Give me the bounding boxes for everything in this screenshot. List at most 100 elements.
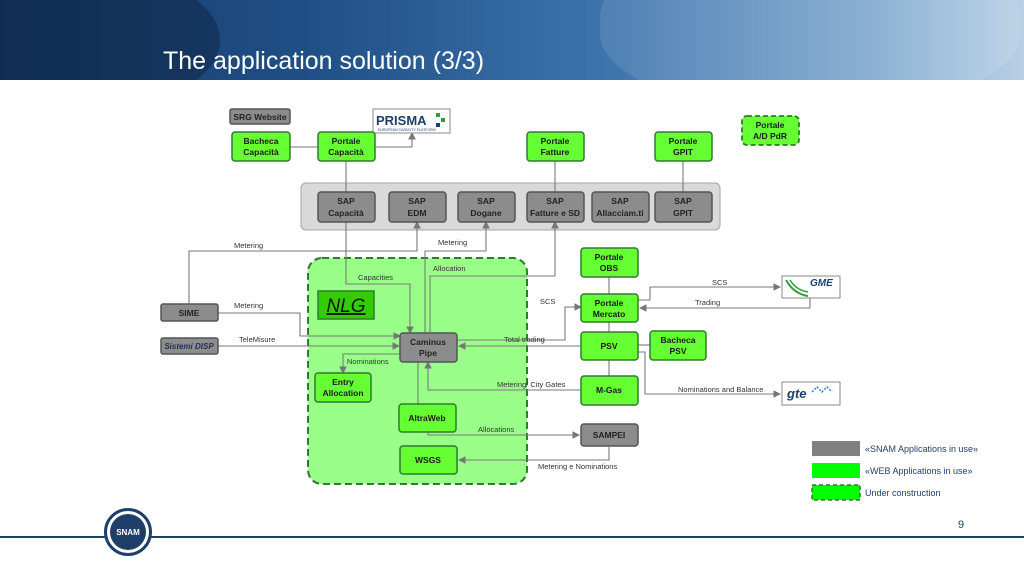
svg-text:Capacità: Capacità [328, 147, 364, 157]
legend-label: «WEB Applications in use» [865, 466, 973, 476]
svg-text:Sistemi DISP: Sistemi DISP [164, 342, 214, 351]
bacheca-psv-box: Bacheca PSV [649, 330, 707, 361]
slide-title: The application solution (3/3) [163, 47, 485, 75]
svg-text:Mercato: Mercato [593, 309, 626, 319]
portale-obs-box: Portale OBS [580, 247, 639, 278]
svg-text:SRG Website: SRG Website [233, 112, 286, 122]
svg-text:PSV: PSV [600, 341, 617, 351]
label-allocation: Allocation [433, 264, 466, 273]
portale-fatture-box: Portale Fatture [526, 131, 585, 162]
sap-dogane-box: SAP Dogane [457, 191, 516, 223]
label-metering: Metering [438, 238, 467, 247]
sap-edm-box: SAP EDM [388, 191, 447, 223]
svg-text:SAP: SAP [337, 196, 355, 206]
legend: «SNAM Applications in use» «WEB Applicat… [811, 441, 978, 501]
svg-text:SAP: SAP [546, 196, 564, 206]
label-nominations-balance: Nominations and Balance [678, 385, 763, 394]
snam-logo-mark: SNAM [110, 514, 146, 550]
label-metering-city-gates: Metering/ City Gates [497, 380, 566, 389]
svg-text:Portale: Portale [595, 298, 624, 308]
svg-text:NLG: NLG [326, 296, 365, 317]
svg-text:Capacità: Capacità [243, 147, 279, 157]
prisma-logo: PRISMA EUROPEAN CAPACITY PLATFORM [372, 108, 451, 134]
gte-logo: gte [781, 381, 841, 406]
bacheca-capacita-box: Bacheca Capacità [231, 131, 291, 162]
svg-text:Capacità: Capacità [328, 208, 364, 218]
svg-text:A/D PdR: A/D PdR [753, 131, 787, 141]
sistemi-disp-box: Sistemi DISP [160, 337, 219, 355]
svg-text:PSV: PSV [669, 346, 686, 356]
sampei-box: SAMPEI [580, 423, 639, 447]
svg-text:Entry: Entry [332, 377, 354, 387]
label-scs: SCS [712, 278, 727, 287]
srg-website-box: SRG Website [229, 108, 291, 125]
sime-box: SIME [160, 303, 219, 322]
legend-label: Under construction [865, 488, 941, 498]
svg-text:Fatture: Fatture [541, 147, 570, 157]
svg-text:SAP: SAP [477, 196, 495, 206]
m-gas-box: M-Gas [580, 375, 639, 406]
svg-text:Pipe: Pipe [419, 348, 437, 358]
svg-text:Allacciam.ti: Allacciam.ti [596, 208, 643, 218]
sap-gpit-box: SAP GPIT [654, 191, 713, 223]
nlg-label: NLG [317, 290, 375, 320]
svg-text:Portale: Portale [669, 136, 698, 146]
svg-text:Caminus: Caminus [410, 337, 446, 347]
label-nominations: Nominations [347, 357, 389, 366]
legend-swatch-web [812, 463, 860, 478]
altraweb-box: AltraWeb [398, 403, 457, 433]
svg-text:Fatture e SD: Fatture e SD [530, 208, 580, 218]
banner-highlight [600, 0, 1020, 80]
banner-shade [0, 0, 220, 80]
svg-text:Bacheca: Bacheca [661, 335, 696, 345]
svg-text:Portale: Portale [756, 120, 785, 130]
svg-text:SIME: SIME [179, 308, 200, 318]
svg-text:GPIT: GPIT [673, 208, 694, 218]
sap-allacciamenti-box: SAP Allacciam.ti [591, 191, 650, 223]
svg-text:SAP: SAP [674, 196, 692, 206]
footer-line [0, 536, 1024, 538]
svg-text:PRISMA: PRISMA [376, 113, 427, 128]
svg-text:Dogane: Dogane [470, 208, 501, 218]
svg-text:EDM: EDM [408, 208, 427, 218]
snam-logo: SNAM [104, 508, 152, 556]
portale-capacita-box: Portale Capacità [317, 131, 376, 162]
header-banner [0, 0, 1024, 80]
svg-text:M-Gas: M-Gas [596, 385, 622, 395]
svg-text:gte: gte [786, 386, 807, 401]
svg-text:Portale: Portale [332, 136, 361, 146]
page-number: 9 [958, 519, 965, 531]
label-trading: Trading [695, 298, 720, 307]
svg-text:Portale: Portale [595, 252, 624, 262]
label-metering-nominations: Metering e Nominations [538, 462, 617, 471]
svg-text:WSGS: WSGS [415, 455, 441, 465]
label-capacities: Capacities [358, 273, 393, 282]
portale-mercato-box: Portale Mercato [580, 293, 639, 323]
caminus-pipe-box: Caminus Pipe [399, 332, 458, 363]
svg-text:OBS: OBS [600, 263, 619, 273]
svg-text:Bacheca: Bacheca [244, 136, 279, 146]
sap-fatture-box: SAP Fatture e SD [526, 191, 585, 223]
portale-gpit-box: Portale GPIT [654, 131, 713, 162]
wsgs-box: WSGS [399, 445, 458, 475]
svg-text:AltraWeb: AltraWeb [408, 413, 445, 423]
label-scs: SCS [540, 297, 555, 306]
svg-text:GPIT: GPIT [673, 147, 694, 157]
svg-text:EUROPEAN CAPACITY PLATFORM: EUROPEAN CAPACITY PLATFORM [378, 128, 436, 132]
svg-text:GME: GME [810, 278, 833, 289]
label-allocations: Allocations [478, 425, 515, 434]
portale-ad-pdr-box: Portale A/D PdR [741, 115, 800, 146]
label-metering: Metering [234, 301, 263, 310]
label-telemisure: TeleMisure [239, 335, 275, 344]
svg-text:SAP: SAP [611, 196, 629, 206]
psv-box: PSV [580, 331, 639, 361]
svg-text:Portale: Portale [541, 136, 570, 146]
legend-label: «SNAM Applications in use» [865, 444, 978, 454]
entry-allocation-box: Entry Allocation [314, 372, 372, 403]
legend-swatch-snam [812, 441, 860, 456]
gme-logo: GME [781, 275, 841, 299]
label-metering: Metering [234, 241, 263, 250]
svg-text:SAMPEI: SAMPEI [593, 430, 626, 440]
legend-swatch-construction [811, 484, 861, 501]
